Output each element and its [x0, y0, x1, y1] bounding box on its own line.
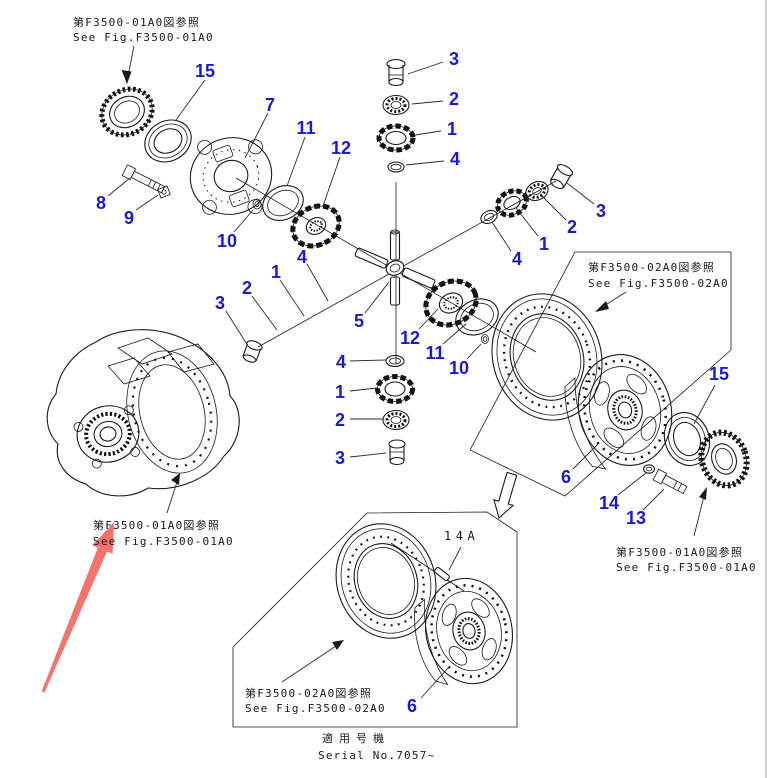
part-spider-5: [354, 229, 436, 306]
callout-14: 14: [599, 493, 619, 513]
callout-4-top: 4: [450, 149, 460, 169]
part-carrier-6-lower: [414, 577, 514, 686]
ref-top-left-jp: 第F3500-01A0図参照: [73, 15, 200, 29]
part-ring-gear-upper: [491, 293, 603, 421]
callout-3-left: 3: [215, 293, 225, 313]
callout-12-left: 12: [331, 138, 351, 158]
part-diff-case-7: [189, 137, 273, 215]
callout-11-left: 11: [296, 118, 315, 138]
callout-6-upper: 6: [561, 467, 571, 487]
callout-10-right: 10: [449, 358, 469, 378]
callout-9: 9: [124, 208, 134, 228]
callout-4-mid: 4: [336, 352, 346, 372]
part-side-gear-12-right: [423, 278, 479, 328]
callout-12-right: 12: [400, 328, 420, 348]
group-boundary-lower: [232, 511, 518, 728]
ref-lower-box-en: See Fig.F3500-02A0: [245, 702, 386, 715]
ref-bottom-left-jp: 第F3500-01A0図参照: [93, 518, 220, 532]
part-ring-4-top: [387, 161, 405, 173]
callout-8: 8: [96, 193, 106, 213]
part-plug-3-bottom: [388, 439, 406, 466]
callout-2-right: 2: [567, 217, 577, 237]
part-bearing-2-top: [382, 94, 410, 116]
part-bearing-cone-topleft: [99, 86, 155, 138]
callout-4-right: 4: [512, 249, 522, 269]
part-washer-11-left: [262, 185, 304, 221]
part-bearing-cup-topleft: [144, 119, 192, 163]
part-washer-9: [157, 185, 171, 199]
ref-bottom-right-en: See Fig.F3500-01A0: [616, 561, 757, 574]
callout-11-right: 11: [425, 343, 444, 363]
ref-arrows: [121, 45, 707, 683]
callout-leaders: [107, 61, 716, 699]
callout-5: 5: [354, 311, 364, 331]
part-carrier-housing: [46, 329, 263, 497]
part-bearing-2-bottom: [382, 409, 410, 431]
serial-note: 適用号機 Serial No.7057~: [318, 731, 435, 762]
part-washer-11-right: [455, 298, 499, 336]
serial-en: Serial No.7057~: [318, 749, 435, 762]
ref-bottom-right-jp: 第F3500-01A0図参照: [616, 545, 743, 559]
part-nut-1-right: [495, 188, 529, 218]
ref-bottom-left-en: See Fig.F3500-01A0: [93, 535, 234, 548]
part-plug-3-top: [386, 58, 406, 87]
callout-15-left: 15: [195, 61, 215, 81]
part-bearing-cone-right: [698, 429, 750, 489]
callout-4-left: 4: [297, 247, 307, 267]
callout-6-lower: 6: [407, 696, 417, 716]
callout-2-bottom: 2: [335, 410, 345, 430]
callout-1-bottom: 1: [335, 382, 345, 402]
ref-text-lower-box: 第F3500-02A0図参照 See Fig.F3500-02A0: [245, 686, 386, 715]
callout-1-right: 1: [539, 234, 549, 254]
part-bearing-cup-15-right: [663, 411, 711, 467]
part-ring-4-right: [480, 209, 498, 225]
callout-3-bottom: 3: [335, 448, 345, 468]
callout-10-left: 10: [217, 231, 237, 251]
ref-text-bottom-right: 第F3500-01A0図参照 See Fig.F3500-01A0: [616, 545, 757, 574]
callout-2-top: 2: [449, 89, 459, 109]
callout-13: 13: [626, 508, 646, 528]
callout-7: 7: [265, 95, 275, 115]
ref-text-bottom-left: 第F3500-01A0図参照 See Fig.F3500-01A0: [93, 518, 234, 548]
part-nut-1-bottom: [375, 374, 415, 404]
part-ring-gear-lower: [335, 523, 437, 639]
part-bolt-13: [652, 468, 688, 495]
part-pin-10-left: [252, 198, 262, 210]
callout-15-right: 15: [709, 364, 729, 384]
ref-lower-box-jp: 第F3500-02A0図参照: [245, 686, 372, 700]
callout-1-top: 1: [447, 119, 457, 139]
part-side-gear-12-left: [290, 203, 342, 249]
part-bolt-8: [121, 164, 166, 194]
callout-2-left: 2: [242, 278, 252, 298]
serial-jp: 適用号機: [322, 731, 390, 745]
transfer-arrow-icon: [493, 471, 518, 519]
red-arrow-icon: [41, 522, 114, 693]
detail-label-14a: 14A: [444, 529, 479, 543]
ref-mid-right-en: See Fig.F3500-02A0: [588, 277, 729, 290]
ref-text-mid-right: 第F3500-02A0図参照 See Fig.F3500-02A0: [588, 260, 729, 290]
part-plug-3-right: [550, 164, 574, 190]
callout-3-top: 3: [449, 49, 459, 69]
part-pin-14a: [434, 566, 450, 582]
group-boundary-upper: [469, 251, 732, 497]
part-nut-1-top: [376, 123, 416, 153]
ref-top-left-en: See Fig.F3500-01A0: [73, 31, 214, 44]
callout-3-right: 3: [596, 201, 606, 221]
part-carrier-6-upper: [564, 354, 673, 470]
part-washer-14: [642, 464, 656, 474]
part-bearing-2-right: [525, 180, 549, 202]
ref-text-top-left: 第F3500-01A0図参照 See Fig.F3500-01A0: [73, 15, 214, 44]
ref-mid-right-jp: 第F3500-02A0図参照: [588, 260, 715, 274]
callout-1-left: 1: [271, 262, 281, 282]
pin-axis-line: [390, 542, 465, 592]
part-pin-10-right: [481, 334, 489, 344]
callout-numbers: 15 7 11 12 3 2 1 4 8 9 10 4 3 2 1 5 12 1…: [96, 49, 729, 716]
part-ring-4-mid: [385, 354, 405, 368]
